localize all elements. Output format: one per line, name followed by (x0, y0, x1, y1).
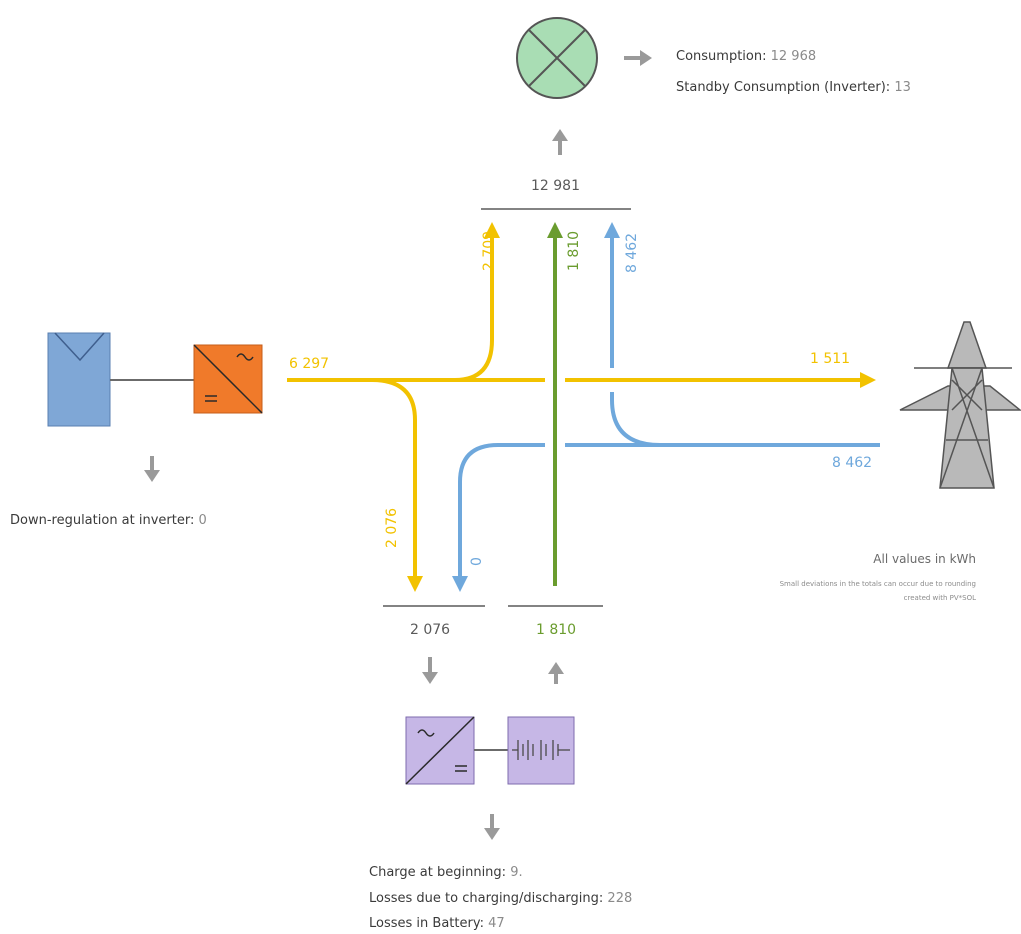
down-regulation-line: Down-regulation at inverter: 0 (10, 512, 207, 529)
down-regulation-arrow (144, 456, 160, 482)
grid-purchase-label: 8 462 (832, 455, 873, 471)
consumer-total-label: 12 981 (531, 178, 580, 194)
battery-losses-arrow (484, 814, 500, 840)
battery-discharge-arrow (548, 662, 564, 684)
pv-to-consumer-arrow (454, 222, 500, 382)
credit-note: created with PV*SOL (903, 594, 976, 602)
consumer-lamp-icon (516, 17, 598, 99)
charge-at-beginning-line: Charge at beginning: 9. (369, 864, 523, 881)
charging-losses-value: 228 (607, 891, 633, 906)
pv-to-consumer-label: 2 709 (481, 231, 497, 271)
battery-losses-line: Losses in Battery: 47 (369, 915, 505, 932)
down-regulation-label: Down-regulation at inverter: (10, 513, 195, 528)
standby-consumption-line: Standby Consumption (Inverter): 13 (676, 79, 911, 96)
grid-to-battery-arrow (452, 443, 545, 592)
standby-consumption-value: 13 (894, 80, 911, 95)
consumer-supply-arrow (552, 129, 568, 155)
consumption-line: Consumption: 12 968 (676, 48, 816, 65)
standby-consumption-label: Standby Consumption (Inverter): (676, 80, 891, 95)
grid-to-battery-label: 0 (469, 557, 485, 566)
battery-to-consumer-label: 1 810 (566, 231, 582, 271)
rounding-note: Small deviations in the totals can occur… (779, 580, 976, 588)
battery-discharge-total-label: 1 810 (536, 622, 577, 638)
feed-in-label: 1 511 (810, 351, 851, 367)
charging-losses-label: Losses due to charging/discharging: (369, 891, 604, 906)
inverter-icon (193, 344, 263, 414)
pv-generation-label: 6 297 (289, 356, 330, 372)
pv-module-icon (47, 332, 111, 427)
grid-to-consumer-label: 8 462 (624, 233, 640, 273)
pv-to-battery-label: 2 076 (384, 508, 400, 548)
consumption-label: Consumption: (676, 49, 767, 64)
battery-inverter-icon (405, 716, 475, 785)
battery-losses-value: 47 (488, 916, 505, 931)
battery-icon (507, 716, 575, 785)
consumption-value: 12 968 (770, 49, 817, 64)
battery-charge-arrow (422, 657, 438, 684)
charging-losses-line: Losses due to charging/discharging: 228 (369, 890, 632, 907)
pv-to-battery-arrow (371, 378, 423, 592)
down-regulation-value: 0 (198, 513, 207, 528)
units-note: All values in kWh (873, 552, 976, 566)
battery-charge-total-label: 2 076 (410, 622, 451, 638)
battery-losses-label: Losses in Battery: (369, 916, 484, 931)
pylon-icon (899, 321, 1021, 489)
charge-at-beginning-label: Charge at beginning: (369, 865, 507, 880)
charge-at-beginning-value: 9. (510, 865, 523, 880)
consumption-arrow (624, 50, 652, 66)
grid-branch-line (610, 392, 661, 447)
